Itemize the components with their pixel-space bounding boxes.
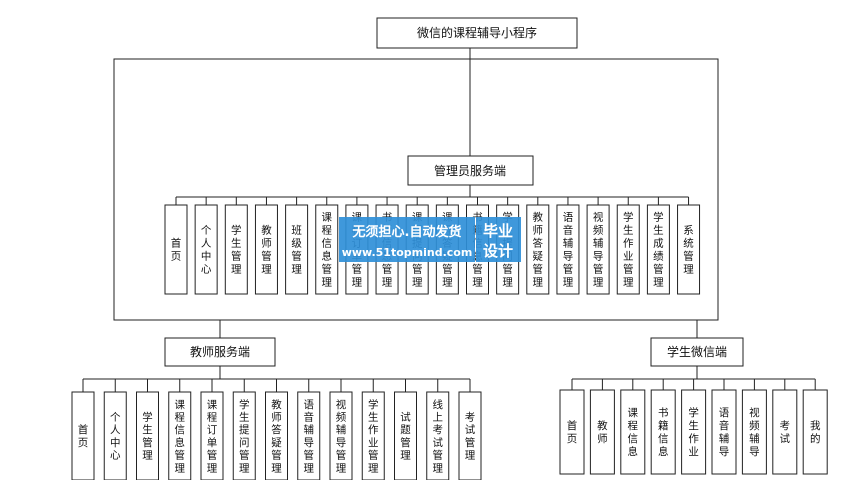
watermark-line1: 无须担心.自动发货 bbox=[352, 224, 462, 240]
teacher-item-box bbox=[103, 391, 127, 480]
teacher-item-label: 首页 bbox=[78, 423, 89, 449]
teacher-item-box bbox=[394, 391, 417, 480]
watermark-badge1: 毕业 bbox=[483, 222, 513, 240]
teacher-item-box bbox=[426, 391, 450, 480]
student-label: 学生微信端 bbox=[667, 344, 727, 359]
admin-item-label: 教师答疑管理 bbox=[533, 211, 544, 289]
teacher-item-label: 学生提问管理 bbox=[239, 398, 250, 475]
teacher-item-label: 语音辅导管理 bbox=[304, 399, 315, 475]
admin-item-label: 学生管理 bbox=[231, 224, 242, 276]
watermark-badge2: 设计 bbox=[483, 242, 513, 260]
student-item-label: 考试 bbox=[780, 420, 791, 445]
watermark: 无须担心.自动发货 www.51topmind.com 毕业 设计 bbox=[339, 217, 521, 262]
student-item-box bbox=[772, 389, 798, 475]
student-item-box bbox=[559, 389, 585, 475]
admin-node: 管理员服务端 bbox=[407, 155, 534, 186]
admin-item-box bbox=[616, 204, 640, 295]
student-item-label: 我的 bbox=[810, 420, 821, 445]
admin-item-box bbox=[526, 204, 550, 295]
student-item-box bbox=[802, 389, 828, 475]
teacher-item-box bbox=[361, 391, 385, 480]
watermark-line2: www.51topmind.com bbox=[342, 246, 473, 259]
student-item-box bbox=[741, 389, 767, 475]
student-item-box bbox=[620, 389, 646, 475]
admin-item-box bbox=[224, 204, 248, 295]
admin-frame bbox=[113, 58, 719, 321]
admin-item-box bbox=[164, 204, 188, 295]
admin-item-label: 学生成绩管理 bbox=[653, 211, 664, 289]
teacher-item-box bbox=[329, 391, 353, 480]
teacher-item-label: 学生管理 bbox=[142, 411, 153, 462]
teacher-item-label: 学生作业管理 bbox=[368, 398, 379, 475]
teacher-item-box bbox=[200, 391, 224, 480]
teacher-item-label: 考试管理 bbox=[465, 412, 476, 462]
student-item-label: 语音辅导 bbox=[719, 407, 730, 458]
teacher-item-label: 教师答疑管理 bbox=[271, 398, 282, 475]
admin-item-box bbox=[315, 204, 339, 295]
teacher-node: 教师服务端 bbox=[164, 337, 276, 367]
teacher-item-box bbox=[232, 391, 256, 480]
teacher-item-label: 试题管理 bbox=[400, 412, 411, 462]
student-item-label: 首页 bbox=[567, 419, 578, 445]
connectors bbox=[113, 48, 719, 338]
admin-item-label: 首页 bbox=[171, 237, 182, 263]
teacher-label: 教师服务端 bbox=[190, 344, 250, 359]
teacher-item-box bbox=[71, 391, 95, 480]
student-item-label: 视频辅导 bbox=[749, 406, 760, 458]
admin-item-box bbox=[646, 204, 670, 295]
student-item-box bbox=[711, 389, 737, 475]
teacher-item-box bbox=[458, 391, 482, 480]
admin-item-box bbox=[586, 204, 610, 295]
root-node: 微信的课程辅导小程序 bbox=[376, 17, 578, 49]
admin-item-label: 语音辅导管理 bbox=[563, 212, 574, 289]
teacher-item-label: 线上考试管理 bbox=[433, 398, 444, 475]
admin-item-box bbox=[285, 204, 309, 295]
admin-item-label: 班级管理 bbox=[291, 225, 302, 276]
student-item-box bbox=[589, 389, 615, 475]
student-item-label: 教师 bbox=[597, 419, 608, 445]
admin-item-label: 系统管理 bbox=[683, 225, 694, 276]
admin-item-label: 个人中心 bbox=[201, 225, 212, 276]
teacher-item-box bbox=[136, 391, 159, 480]
admin-item-box bbox=[677, 204, 701, 295]
student-node: 学生微信端 bbox=[650, 337, 744, 367]
teacher-items: 首页 个人中心 学生管理 课程信息管理 课程订单管理 学生提问管理 教师答疑管理 语音辅导管理… bbox=[71, 366, 482, 480]
admin-label: 管理员服务端 bbox=[434, 163, 506, 178]
student-item-label: 课程信息 bbox=[628, 407, 639, 458]
admin-item-label: 视频辅导管理 bbox=[593, 211, 604, 289]
admin-item-label: 课程信息管理 bbox=[322, 212, 333, 289]
teacher-item-label: 个人中心 bbox=[110, 412, 121, 462]
admin-item-box bbox=[556, 204, 580, 295]
teacher-item-label: 视频辅导管理 bbox=[336, 398, 347, 475]
teacher-item-box bbox=[265, 391, 288, 480]
admin-item-box bbox=[194, 204, 218, 295]
teacher-item-label: 课程订单管理 bbox=[207, 399, 218, 475]
teacher-item-box bbox=[297, 391, 321, 480]
student-item-box bbox=[681, 389, 707, 475]
teacher-item-label: 课程信息管理 bbox=[175, 399, 186, 475]
student-item-box bbox=[650, 389, 676, 475]
admin-item-label: 学生作业管理 bbox=[623, 211, 634, 289]
admin-item-box bbox=[254, 204, 278, 295]
student-item-label: 学生作业 bbox=[688, 406, 699, 458]
student-item-label: 书籍信息 bbox=[658, 407, 669, 458]
teacher-item-box bbox=[168, 391, 192, 480]
admin-item-label: 教师管理 bbox=[261, 224, 272, 276]
root-label: 微信的课程辅导小程序 bbox=[417, 25, 537, 40]
